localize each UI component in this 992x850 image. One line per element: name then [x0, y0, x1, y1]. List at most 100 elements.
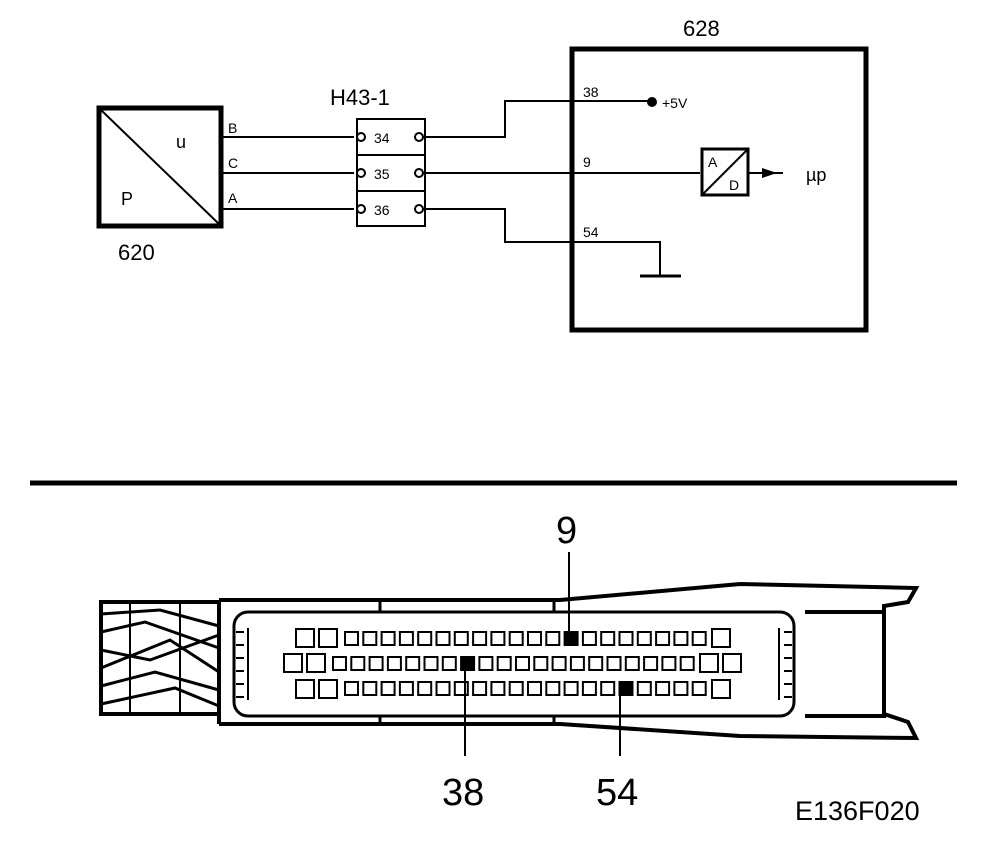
power-pin: [722, 653, 742, 673]
connector-pin: [655, 681, 671, 696]
connector-pin: [600, 681, 616, 696]
connector-pin: [460, 656, 476, 671]
connector-pin-36: 36: [374, 202, 390, 218]
ecu-id-label: 628: [683, 16, 720, 41]
power-pin: [711, 679, 731, 699]
connector-pin: [673, 631, 689, 646]
ecu-pin-38: 38: [583, 84, 599, 100]
connector-pin: [624, 656, 640, 671]
connector-pin: [606, 656, 622, 671]
connector-pin: [527, 681, 542, 696]
connector-pin: [490, 631, 506, 646]
connector-pin: [508, 681, 524, 696]
connector-pin: [600, 631, 616, 646]
connector-pin: [405, 656, 421, 671]
connector-pin: [417, 681, 433, 696]
power-pin: [283, 653, 303, 673]
connector-pin: [533, 656, 549, 671]
pin-callout-38: 38: [442, 772, 484, 814]
wire-bundle: [99, 600, 221, 716]
adc-label-a: A: [708, 154, 718, 170]
connector-pin: [515, 656, 530, 671]
connector-pin: [478, 656, 494, 671]
connector-pin: [496, 656, 512, 671]
connector-pin: [691, 681, 707, 696]
power-pin: [711, 628, 731, 648]
connector-pin: [362, 631, 378, 646]
connector-pin: [435, 681, 451, 696]
sensor-letter-u: u: [176, 132, 186, 152]
ecu-connector-view: 9 38 54: [99, 510, 920, 814]
connector-pin: [588, 656, 604, 671]
connector-pin: [423, 656, 439, 671]
wire-label-c: C: [228, 155, 238, 171]
power-pin: [295, 679, 315, 699]
sensor-letter-p: P: [121, 189, 133, 209]
connector-pin: [380, 681, 396, 696]
connector-pin: [618, 681, 634, 696]
supply-node: [647, 97, 657, 107]
power-pin: [318, 679, 338, 699]
connector-pin: [350, 656, 366, 671]
connector-pin: [398, 631, 414, 646]
connector-pin: [441, 656, 457, 671]
power-pin: [318, 628, 338, 648]
arrow-icon: [762, 168, 777, 178]
wire-label-b: B: [228, 120, 237, 136]
connector-pin: [435, 631, 451, 646]
pin-callout-9: 9: [556, 510, 577, 552]
connector-pin-35: 35: [374, 166, 390, 182]
connector-pin: [368, 656, 384, 671]
supply-label: +5V: [662, 95, 688, 111]
ad-converter: A D: [700, 147, 750, 197]
connector-pin: [661, 656, 677, 671]
sensor-id-label: 620: [118, 240, 155, 265]
power-pin: [306, 653, 326, 673]
connector-pin: [545, 681, 561, 696]
connector-pin: [472, 681, 488, 696]
connector-pin: [417, 631, 433, 646]
connector-pin: [344, 681, 359, 696]
pin-callout-54: 54: [596, 772, 638, 814]
connector-pin: [362, 681, 378, 696]
connector-pin: [490, 681, 506, 696]
connector-pin: [386, 656, 402, 671]
power-pin: [295, 628, 315, 648]
connector-pin: [527, 631, 542, 646]
connector-pin: [344, 631, 359, 646]
connector-pin: [380, 631, 396, 646]
connector-pin: [508, 631, 524, 646]
connector-pin: [581, 681, 597, 696]
power-pin: [699, 653, 719, 673]
connector-pin: [569, 656, 585, 671]
connector-pin: [545, 631, 561, 646]
connector-pin: [581, 631, 597, 646]
ecu-628: 628 38 9 54 +5V A D µp: [569, 16, 869, 333]
connector-pin: [655, 631, 671, 646]
connector-pin-grid: [283, 628, 742, 699]
microprocessor-label: µp: [806, 165, 826, 185]
ecu-pin-9: 9: [583, 154, 591, 170]
connector-id-label: H43-1: [330, 85, 390, 110]
ecu-pin-54: 54: [583, 224, 599, 240]
connector-pin: [618, 631, 634, 646]
connector-pin: [643, 656, 659, 671]
adc-label-d: D: [729, 177, 739, 193]
connector-pin: [679, 656, 695, 671]
connector-pin: [472, 631, 488, 646]
wire-label-a: A: [228, 190, 238, 206]
connector-pin: [636, 681, 652, 696]
connector-pin: [691, 631, 707, 646]
connector-pin: [551, 656, 567, 671]
connector-pin: [398, 681, 414, 696]
connector-h43-1: H43-1 34 35 36: [330, 85, 426, 227]
connector-pin: [636, 631, 652, 646]
pressure-sensor-620: u P 620: [96, 105, 224, 265]
connector-pin: [453, 631, 469, 646]
connector-pin: [673, 681, 689, 696]
connector-pin: [563, 631, 579, 646]
connector-pin-34: 34: [374, 130, 390, 146]
connector-pin: [563, 681, 579, 696]
connector-pin: [332, 656, 347, 671]
